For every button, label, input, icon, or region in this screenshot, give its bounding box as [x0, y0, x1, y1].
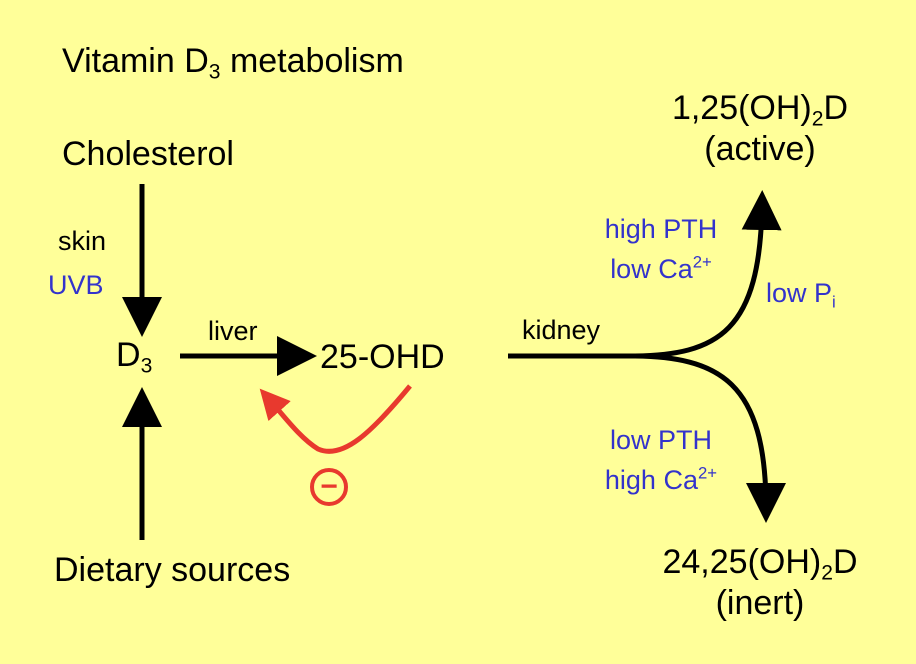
low-pi-label: low Pi	[766, 278, 836, 312]
active-metabolite-name: 1,25(OH)2D	[671, 89, 849, 131]
d3-label: D3	[116, 336, 153, 378]
inert-metabolite-name: 24,25(OH)2D	[662, 543, 858, 585]
high-ca-label: high Ca2+	[604, 463, 718, 495]
inhibition-symbol-circle	[310, 468, 348, 506]
active-metabolite-label: 1,25(OH)2D (active)	[640, 88, 880, 171]
high-pth-label: high PTH	[604, 214, 718, 244]
uvb-label: UVB	[48, 270, 104, 300]
low-pth-label: low PTH	[609, 425, 712, 455]
inert-metabolite-label: 24,25(OH)2D (inert)	[620, 542, 900, 625]
cholesterol-label: Cholesterol	[62, 135, 234, 173]
skin-label: skin	[58, 226, 107, 256]
active-regulators: high PTH low Ca2+	[586, 210, 736, 289]
inhibition-symbol: −	[320, 470, 338, 503]
page-title: Vitamin D3 metabolism	[62, 42, 404, 84]
liver-label: liver	[208, 316, 258, 346]
feedback-inhibition-arrow	[259, 384, 412, 454]
dietary-sources-label: Dietary sources	[54, 551, 291, 589]
inert-regulators: low PTH high Ca2+	[586, 421, 736, 500]
25-ohd-label: 25-OHD	[320, 338, 445, 376]
kidney-branch-arrows	[508, 190, 786, 523]
active-metabolite-status: (active)	[704, 130, 816, 169]
inert-metabolite-status: (inert)	[715, 584, 805, 623]
kidney-label: kidney	[522, 315, 601, 345]
low-ca-label: low Ca2+	[610, 252, 712, 284]
